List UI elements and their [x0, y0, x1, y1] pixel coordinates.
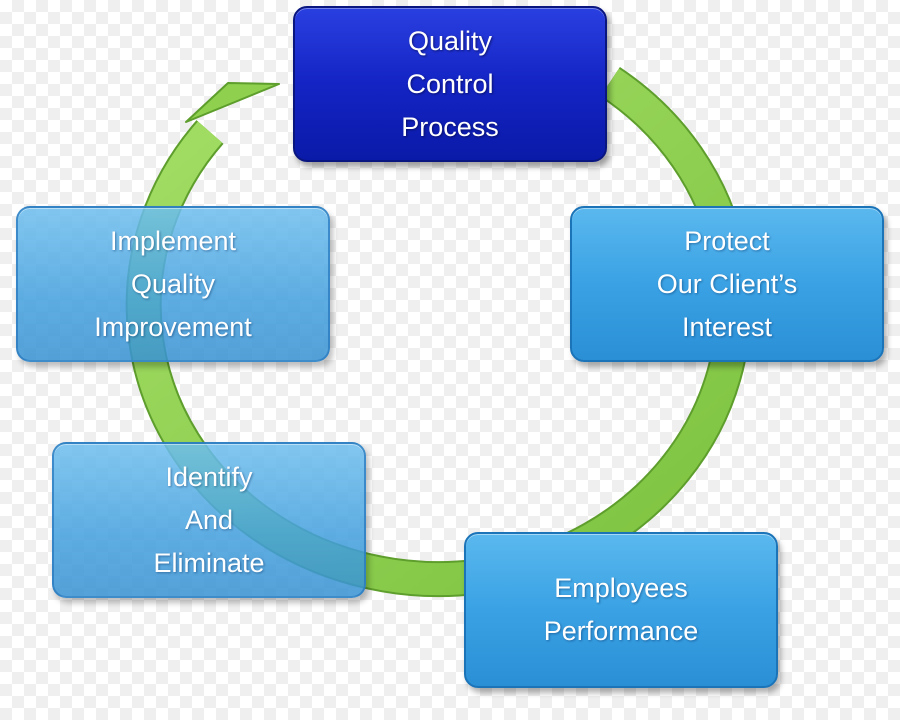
- center-process-box: Quality Control Process: [293, 6, 607, 162]
- center-process-line-3: Process: [401, 111, 499, 142]
- step-identify-eliminate-box: Identify And Eliminate: [52, 442, 366, 598]
- step-4-line-3: Improvement: [94, 311, 252, 342]
- step-3-line-2: And: [184, 504, 234, 535]
- arrow-head-icon: [185, 82, 280, 123]
- step-1-line-3: Interest: [681, 311, 773, 342]
- step-employees-performance-box: Employees Performance: [464, 532, 778, 688]
- step-protect-client-interest-box: Protect Our Client’s Interest: [570, 206, 884, 362]
- center-process-line-2: Control: [406, 68, 494, 99]
- step-3-line-3: Eliminate: [153, 547, 265, 578]
- step-4-line-1: Implement: [109, 225, 237, 256]
- step-1-line-2: Our Client’s: [656, 268, 798, 299]
- step-implement-quality-improvement-box: Implement Quality Improvement: [16, 206, 330, 362]
- step-1-line-1: Protect: [684, 225, 770, 256]
- step-2-line-1: Employees: [554, 573, 688, 603]
- step-4-line-2: Quality: [130, 268, 216, 299]
- step-2-line-2: Performance: [543, 616, 699, 646]
- step-3-line-1: Identify: [165, 461, 253, 492]
- center-process-line-1: Quality: [407, 25, 493, 56]
